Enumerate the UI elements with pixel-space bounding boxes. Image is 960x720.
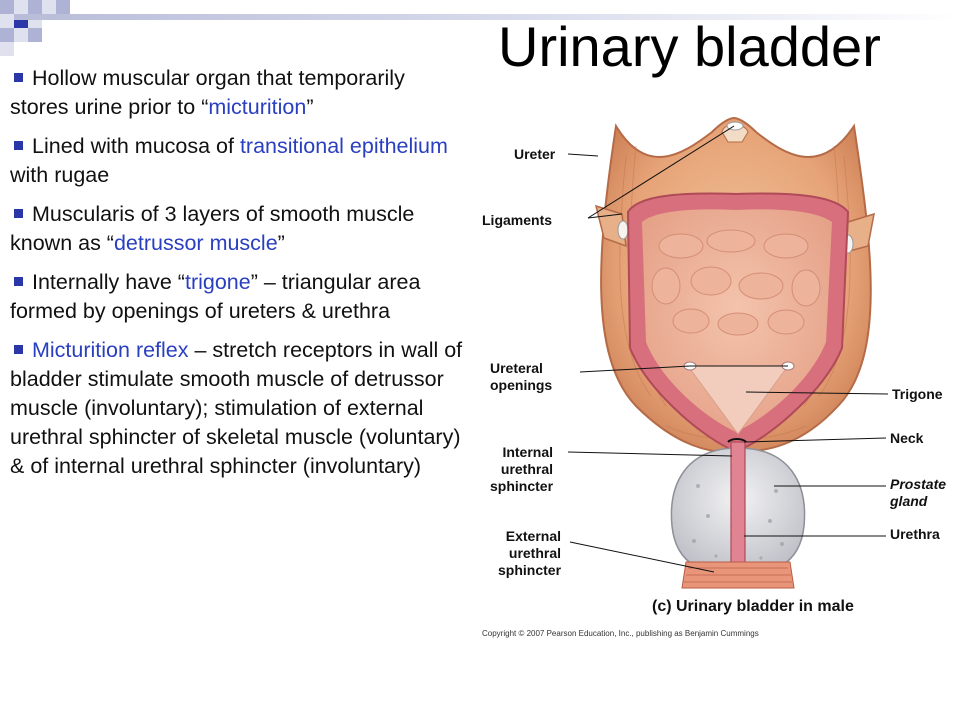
figure-caption: (c) Urinary bladder in male (652, 598, 854, 615)
label-neck: Neck (890, 430, 924, 446)
copyright-text: Copyright © 2007 Pearson Education, Inc.… (482, 629, 759, 638)
highlighted-term: transitional epithelium (239, 134, 448, 158)
bullet-text: ” – triangular area formed by openings o… (10, 270, 421, 323)
label-internal-urethral-sphincter: Internal urethral sphincter (490, 444, 554, 494)
bullet-text: Muscularis of 3 layers of smooth muscle … (10, 202, 415, 255)
bladder-illustration (567, 116, 889, 589)
label-trigone: Trigone (892, 386, 943, 402)
bullet-item: Muscularis of 3 layers of smooth muscle … (10, 200, 464, 258)
bullet-square-icon (14, 73, 23, 82)
bullet-item: Lined with mucosa of transitional epithe… (10, 132, 464, 190)
bullet-text: ” (277, 231, 285, 255)
label-ligaments: Ligaments (482, 212, 553, 228)
highlighted-term: trigone (184, 270, 251, 294)
highlighted-term: detrussor muscle (113, 231, 278, 255)
bullet-square-icon (14, 209, 23, 218)
bullet-text: ” (306, 95, 314, 119)
bullet-text: Internally have “ (32, 270, 185, 294)
label-prostate-gland: Prostate gland (890, 476, 947, 509)
corner-decoration (0, 0, 70, 56)
label-external-urethral-sphincter: External urethral sphincter (498, 528, 562, 578)
bullet-list: Hollow muscular organ that temporarily s… (10, 64, 464, 491)
bullet-item: Internally have “trigone” – triangular a… (10, 268, 464, 326)
label-urethra: Urethra (890, 526, 940, 542)
bullet-item: Hollow muscular organ that temporarily s… (10, 64, 464, 122)
highlighted-term: Micturition reflex (32, 338, 189, 362)
bullet-square-icon (14, 345, 23, 354)
bullet-text: – stretch receptors in wall of bladder s… (10, 338, 463, 478)
label-ureter: Ureter (514, 146, 556, 162)
bullet-square-icon (14, 141, 23, 150)
bullet-text: Hollow muscular organ that temporarily s… (10, 66, 405, 119)
label-ureteral-openings: Ureteral openings (490, 360, 553, 393)
top-accent-bar (14, 14, 960, 20)
bullet-item: Micturition reflex – stretch receptors i… (10, 336, 464, 481)
highlighted-term: micturition (208, 95, 307, 119)
bullet-text: Lined with mucosa of (32, 134, 240, 158)
bullet-text: with rugae (10, 163, 110, 187)
urethra (730, 441, 746, 577)
bullet-square-icon (14, 277, 23, 286)
bladder-figure: Ureter Ligaments Ureteral openings Trigo… (476, 96, 960, 646)
slide-title: Urinary bladder (498, 15, 881, 78)
